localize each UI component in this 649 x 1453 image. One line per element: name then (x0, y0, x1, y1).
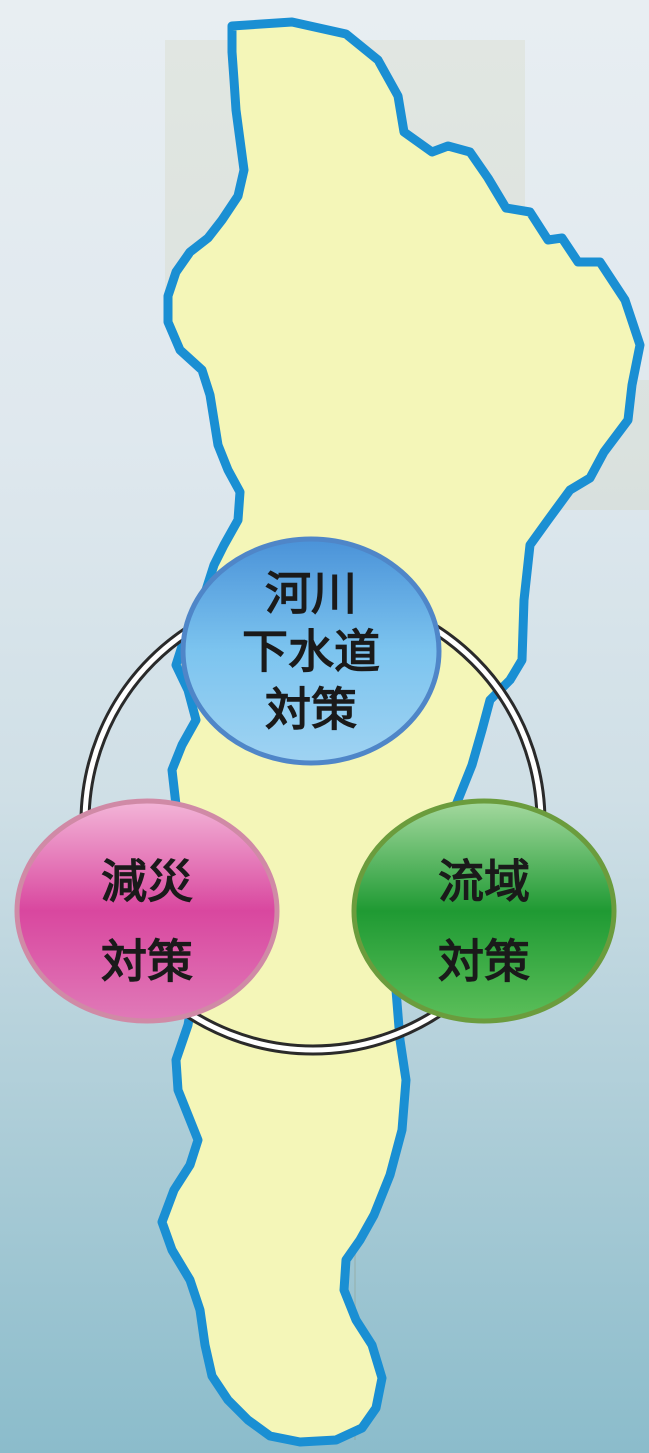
node-disaster-mitigation-circle (14, 798, 280, 1024)
node-disaster-mitigation-line-1: 減災 (101, 855, 193, 909)
node-river-sewer-circle (180, 536, 442, 766)
node-watershed-line-1: 流域 (438, 855, 530, 909)
node-disaster-mitigation-line-2: 対策 (101, 935, 193, 989)
node-disaster-mitigation: 減災 対策 (14, 798, 280, 1024)
node-watershed-line-2: 対策 (438, 935, 530, 989)
node-river-sewer-line-1: 河川 (265, 567, 357, 621)
node-river-sewer-line-3: 対策 (265, 683, 357, 737)
node-river-sewer-line-2: 下水道 (242, 625, 380, 679)
node-river-sewer: 河川 下水道 対策 (180, 536, 442, 766)
node-watershed-circle (351, 798, 617, 1024)
node-watershed: 流域 対策 (351, 798, 617, 1024)
